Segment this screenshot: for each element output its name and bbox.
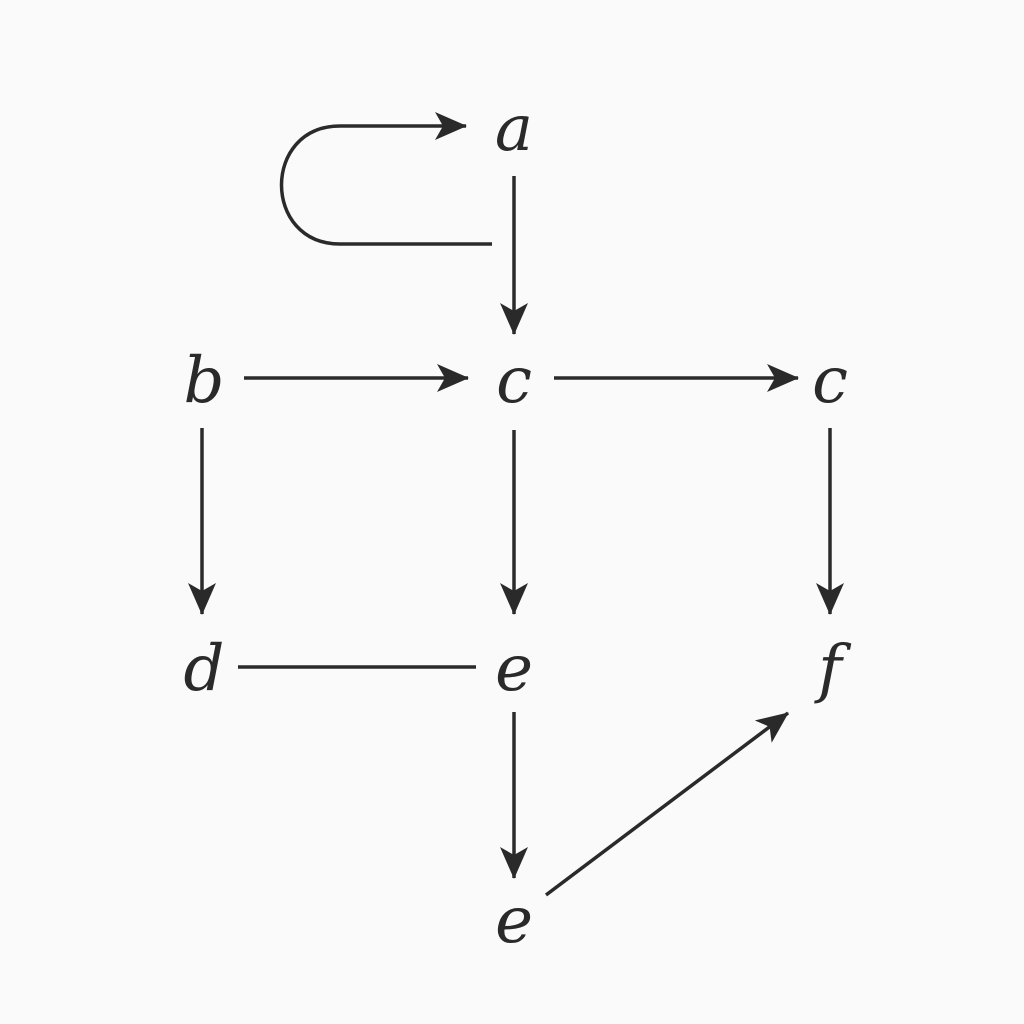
node-e-middle: e [495,632,533,706]
node-a: a [495,92,533,166]
node-c-right: c [812,344,848,418]
node-f: f [814,632,852,706]
node-c-middle: c [496,344,532,418]
node-b: b [184,344,225,418]
node-d: d [184,632,225,706]
edge-e-bottom-to-f [544,711,790,897]
edge-a-self-loop [279,112,492,246]
node-e-bottom: e [495,884,533,958]
